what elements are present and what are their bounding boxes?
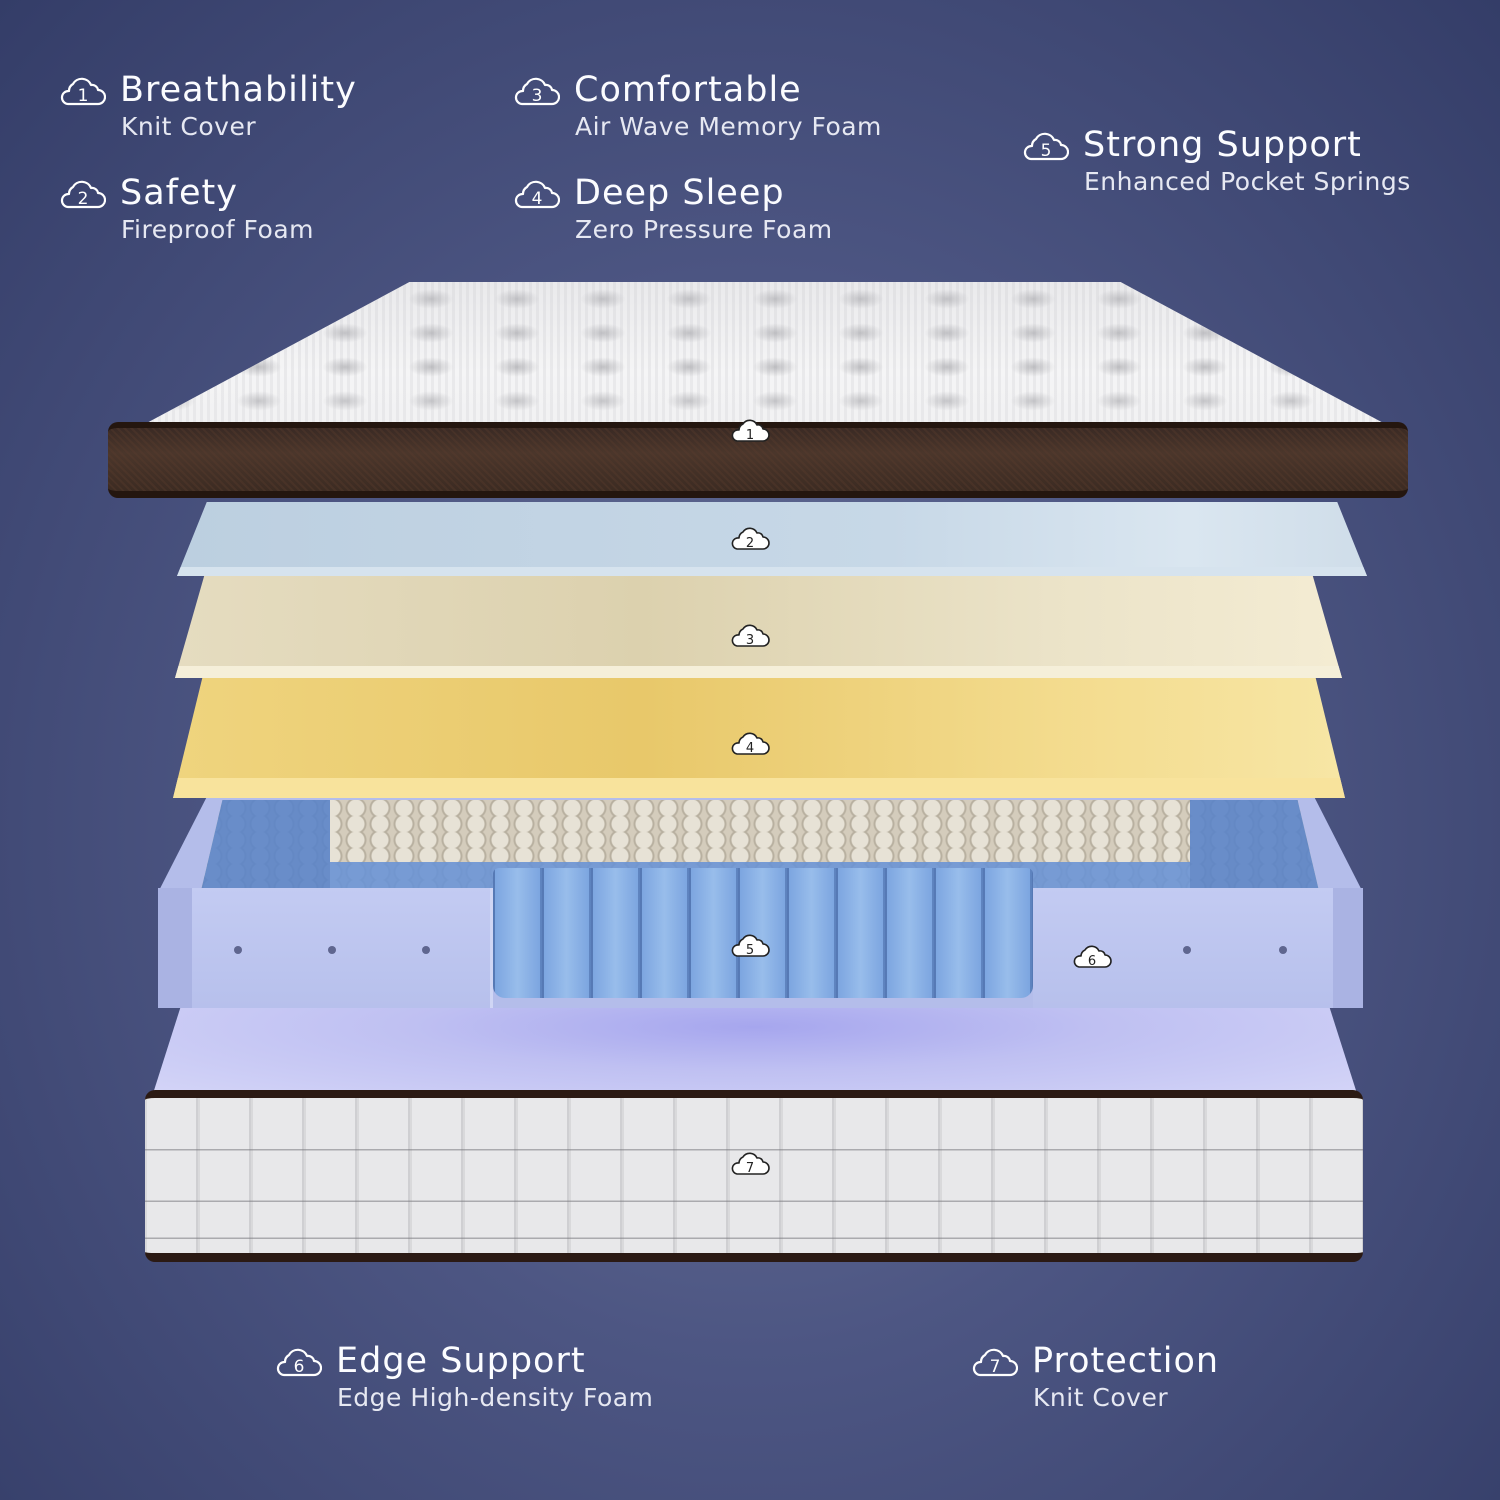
- feature-comfortable: 3 Comfortable Air Wave Memory Foam: [512, 70, 882, 144]
- feature-subtitle: Knit Cover: [1033, 1383, 1169, 1412]
- quilt-shading: [130, 282, 1400, 432]
- vent-hole: [328, 946, 336, 954]
- svg-text:2: 2: [746, 536, 754, 551]
- layer-badge-1: 1: [728, 414, 772, 443]
- svg-text:3: 3: [746, 633, 754, 648]
- svg-text:6: 6: [294, 1357, 305, 1377]
- svg-text:2: 2: [78, 189, 89, 209]
- cloud-number-icon: 4: [512, 176, 560, 209]
- svg-text:7: 7: [746, 1161, 754, 1176]
- svg-text:3: 3: [532, 86, 543, 106]
- vent-hole: [234, 946, 242, 954]
- bottom-foam-top: [150, 1008, 1360, 1103]
- vent-hole: [422, 946, 430, 954]
- feature-subtitle: Zero Pressure Foam: [575, 215, 833, 244]
- cloud-number-icon: 2: [58, 176, 106, 209]
- svg-text:1: 1: [78, 86, 89, 106]
- feature-edge-support: 6 Edge Support Edge High-density Foam: [274, 1341, 653, 1415]
- feature-safety: 2 Safety Fireproof Foam: [58, 173, 314, 247]
- feature-title: Breathability: [120, 70, 357, 110]
- svg-text:6: 6: [1088, 954, 1096, 969]
- cloud-number-icon: 3: [512, 73, 560, 106]
- feature-title: Deep Sleep: [574, 173, 785, 213]
- layer-badge-6: 6: [1070, 940, 1114, 969]
- cloud-number-icon: 5: [1021, 128, 1069, 161]
- feature-title: Comfortable: [574, 70, 802, 110]
- svg-text:4: 4: [746, 741, 754, 756]
- bottom-knit-cover-layer: [145, 1090, 1363, 1262]
- feature-title: Safety: [120, 173, 238, 213]
- feature-subtitle: Edge High-density Foam: [337, 1383, 654, 1412]
- feature-subtitle: Enhanced Pocket Springs: [1084, 167, 1411, 196]
- vent-hole: [1279, 946, 1287, 954]
- svg-text:4: 4: [532, 189, 543, 209]
- feature-subtitle: Fireproof Foam: [121, 215, 315, 244]
- svg-text:5: 5: [746, 943, 754, 958]
- svg-text:5: 5: [1041, 141, 1052, 161]
- feature-protection: 7 Protection Knit Cover: [970, 1341, 1219, 1415]
- feature-breathability: 1 Breathability Knit Cover: [58, 70, 357, 144]
- fireproof-foam-layer: [177, 502, 1367, 576]
- layer-badge-5: 5: [728, 929, 772, 958]
- feature-title: Strong Support: [1083, 125, 1362, 165]
- layer-badge-4: 4: [728, 727, 772, 756]
- svg-text:7: 7: [990, 1357, 1001, 1377]
- feature-title: Protection: [1032, 1341, 1220, 1381]
- cloud-number-icon: 1: [58, 73, 106, 106]
- edge-foam-left: [158, 888, 493, 1008]
- feature-subtitle: Air Wave Memory Foam: [575, 112, 882, 141]
- cloud-number-icon: 6: [274, 1344, 322, 1377]
- layer-badge-3: 3: [728, 619, 772, 648]
- feature-strong-support: 5 Strong Support Enhanced Pocket Springs: [1021, 125, 1411, 199]
- feature-deep-sleep: 4 Deep Sleep Zero Pressure Foam: [512, 173, 833, 247]
- feature-title: Edge Support: [336, 1341, 586, 1381]
- memory-foam-layer: [175, 576, 1342, 678]
- cloud-number-icon: 7: [970, 1344, 1018, 1377]
- vent-hole: [1183, 946, 1191, 954]
- feature-subtitle: Knit Cover: [121, 112, 257, 141]
- layer-badge-7: 7: [728, 1147, 772, 1176]
- pocket-springs-coils: [493, 868, 1033, 998]
- svg-text:1: 1: [746, 428, 754, 443]
- layer-badge-2: 2: [728, 522, 772, 551]
